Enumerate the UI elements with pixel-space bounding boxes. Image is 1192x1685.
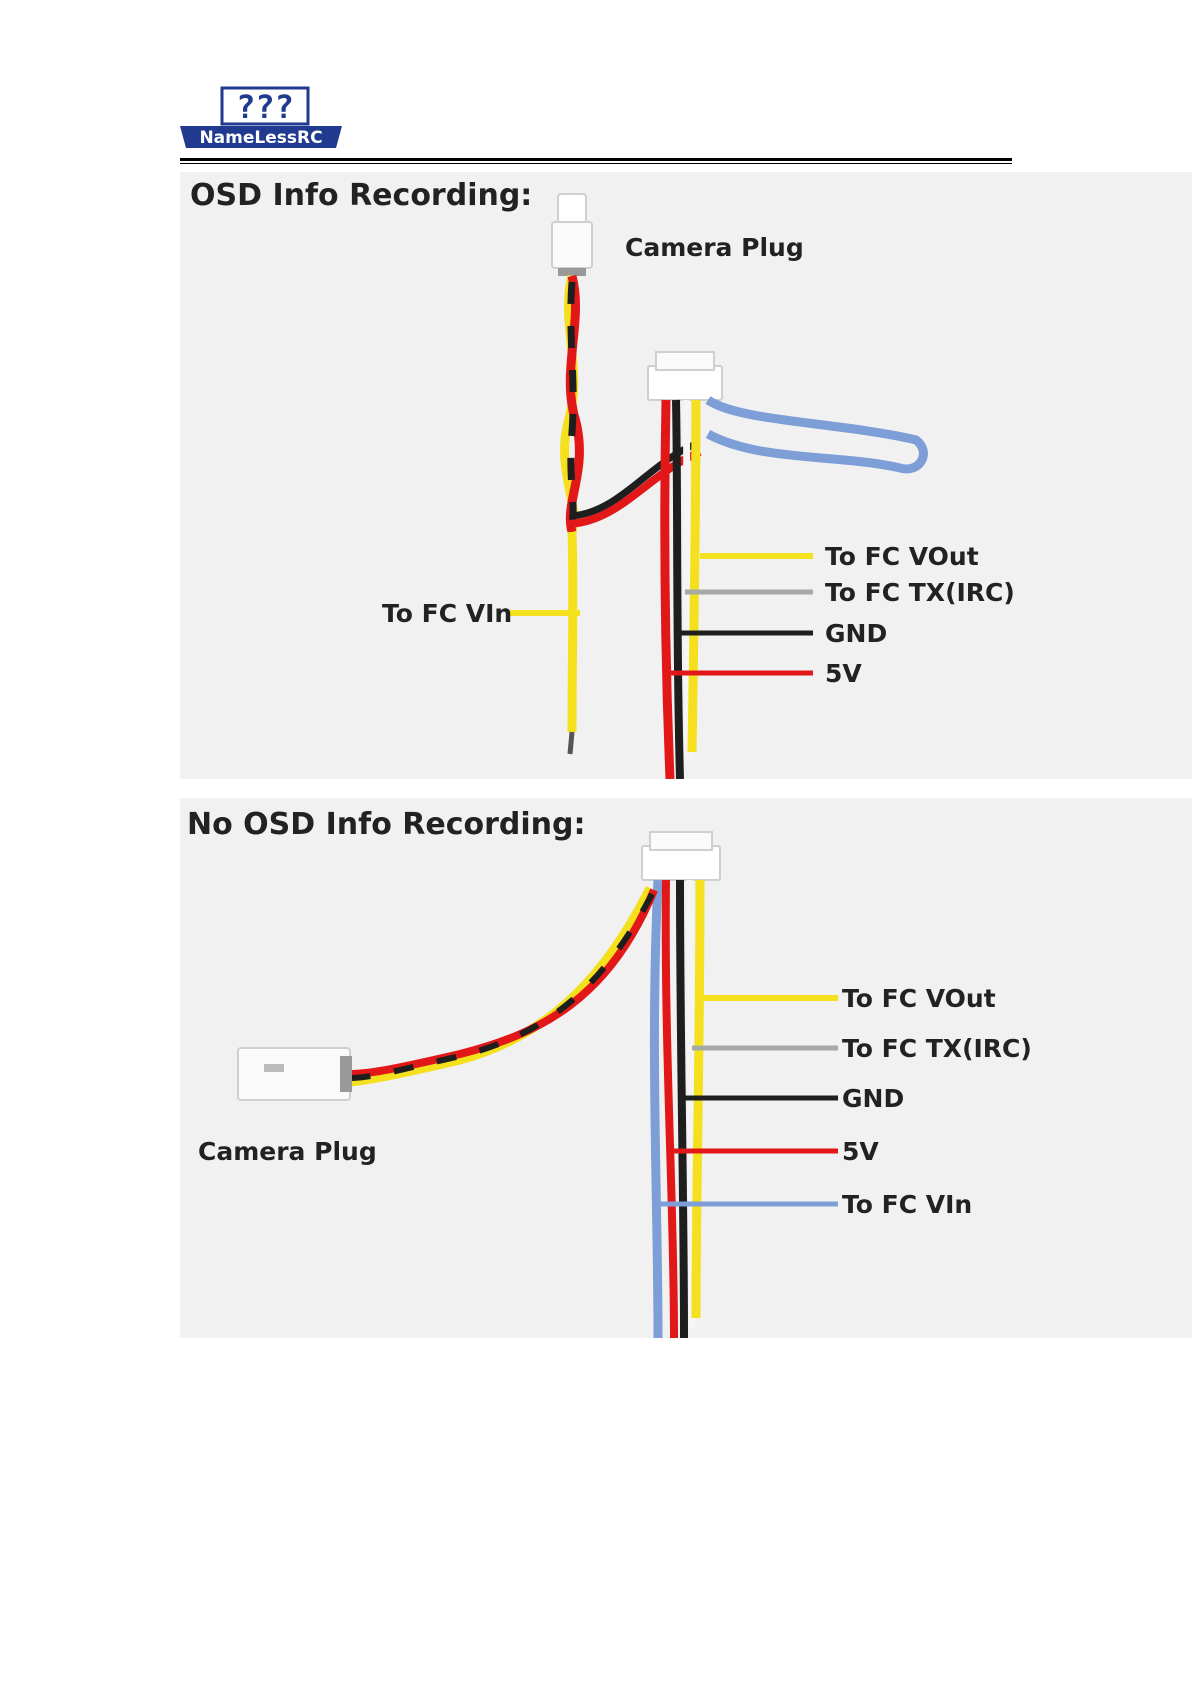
logo-text: NameLessRC — [199, 128, 322, 148]
camera-plug-label: Camera Plug — [198, 1137, 377, 1166]
tx-label: To FC TX(IRC) — [842, 1034, 1032, 1063]
twisted-camera-wire — [350, 888, 654, 1082]
panel-title: No OSD Info Recording: — [187, 807, 585, 842]
vout-label: To FC VOut — [825, 542, 979, 571]
camera-plug-connector — [238, 1048, 352, 1100]
panel-title: OSD Info Recording: — [190, 178, 532, 213]
5v-label: 5V — [825, 659, 862, 688]
fc-harness-wires — [654, 880, 700, 1338]
tx-label: To FC TX(IRC) — [825, 578, 1015, 607]
gnd-label: GND — [825, 619, 887, 648]
gnd-label: GND — [842, 1084, 904, 1113]
header-rule — [180, 158, 1012, 164]
5v-label: 5V — [842, 1137, 879, 1166]
logo-mark: ??? — [236, 88, 294, 126]
camera-plug-label: Camera Plug — [625, 233, 804, 262]
no-osd-recording-photo: No OSD Info Recording: Camera Plug To FC… — [180, 798, 1192, 1338]
vout-label: To FC VOut — [842, 984, 996, 1013]
fc-six-pin-connector — [642, 832, 720, 880]
vin-label: To FC VIn — [842, 1190, 972, 1219]
nameless-rc-logo: ??? NameLessRC — [180, 86, 342, 148]
vin-label: To FC VIn — [382, 599, 512, 628]
osd-recording-photo: OSD Info Recording: Camera Plug To FC VO… — [180, 172, 1192, 779]
fc-six-pin-connector — [648, 352, 722, 400]
camera-plug-connector — [552, 194, 592, 276]
